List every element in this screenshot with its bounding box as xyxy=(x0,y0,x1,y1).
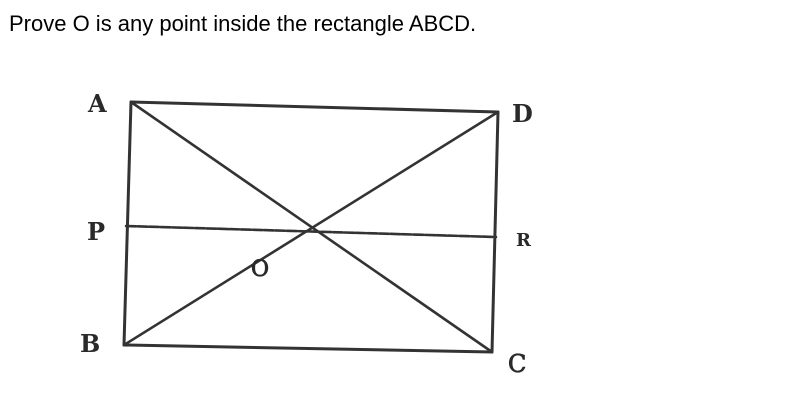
label-B: B xyxy=(80,329,100,358)
side-CB xyxy=(122,343,494,354)
label-C: C xyxy=(508,350,526,378)
label-D: D xyxy=(512,99,533,128)
side-DC xyxy=(490,110,500,354)
label-A: A xyxy=(87,89,107,118)
question-text: Prove O is any point inside the rectangl… xyxy=(9,11,477,36)
side-BA xyxy=(122,100,133,347)
label-R: R xyxy=(516,230,532,251)
segment-PR xyxy=(124,224,498,239)
segment-BO-D xyxy=(122,110,500,347)
side-AD xyxy=(129,100,500,114)
label-O: O xyxy=(251,257,269,282)
label-P: P xyxy=(87,217,105,246)
